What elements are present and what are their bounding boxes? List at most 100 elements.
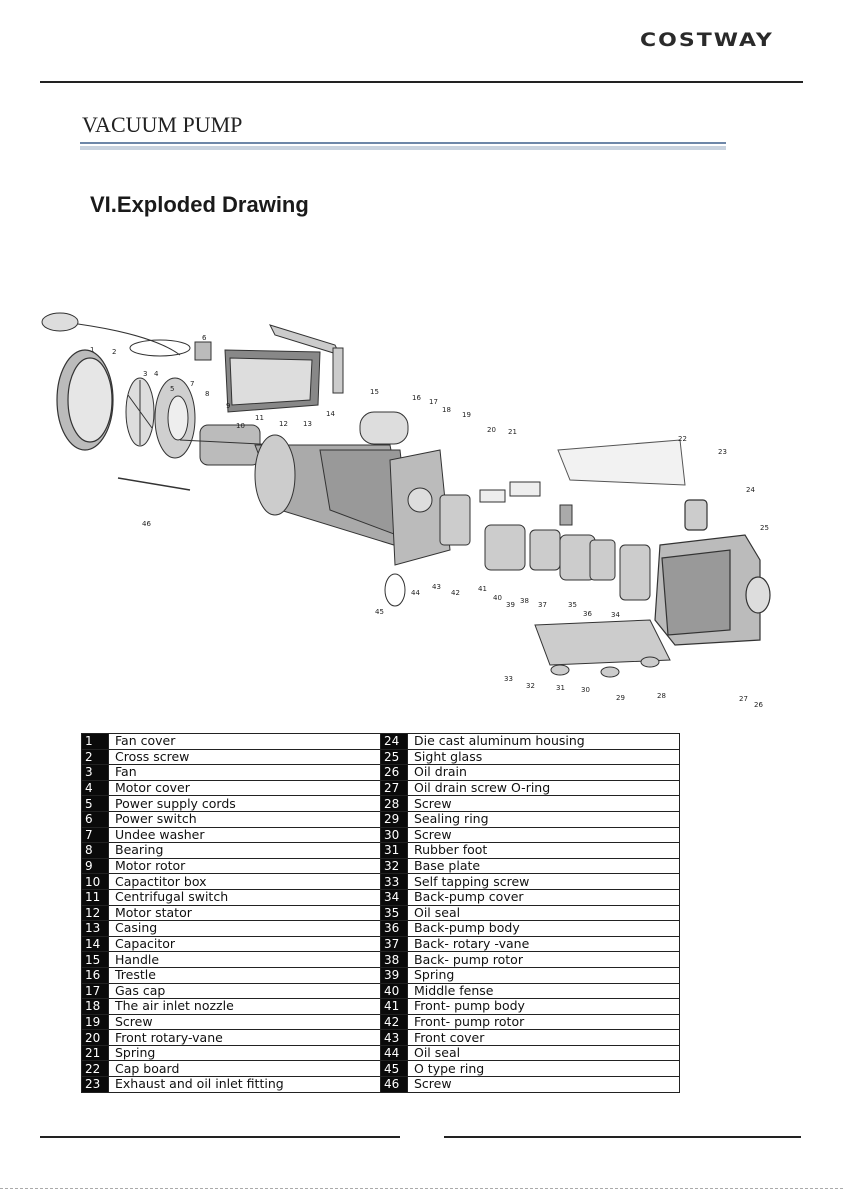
part-name: O type ring (407, 1060, 680, 1078)
callout-31: 31 (556, 684, 565, 692)
part-name: Front- pump body (407, 998, 680, 1015)
callout-27: 27 (739, 695, 748, 703)
o-ring-shape (384, 573, 406, 607)
callout-35: 35 (568, 601, 577, 609)
base-plate-shape (534, 619, 671, 678)
part-name: Oil seal (407, 1044, 680, 1062)
part-number: 28 (380, 795, 408, 812)
capacitor-shape (359, 411, 409, 445)
fan-shape (125, 377, 155, 447)
callout-13: 13 (303, 420, 312, 428)
callout-38: 38 (520, 597, 529, 605)
part-name: Back- pump rotor (407, 951, 680, 968)
callout-39: 39 (506, 601, 515, 609)
exploded-drawing: 1 2 3 4 5 6 7 8 9 10 11 12 13 14 15 16 1… (41, 312, 771, 709)
callout-34: 34 (611, 611, 620, 619)
part-name: Front rotary-vane (108, 1029, 381, 1046)
part-number: 17 (81, 982, 109, 1000)
part-number: 27 (380, 779, 408, 797)
part-number: 42 (380, 1013, 408, 1031)
capacitor-box-shape (224, 349, 321, 413)
part-name: Front- pump rotor (407, 1013, 680, 1031)
callout-11: 11 (255, 414, 264, 422)
part-number: 35 (380, 904, 408, 922)
part-number: 3 (81, 764, 109, 781)
callout-42: 42 (451, 589, 460, 597)
callout-29: 29 (616, 694, 625, 702)
part-number: 44 (380, 1044, 408, 1062)
part-name: Screw (407, 1076, 680, 1093)
part-number: 5 (81, 795, 109, 812)
part-number: 25 (380, 748, 408, 766)
callout-44: 44 (411, 589, 420, 597)
part-number: 11 (81, 888, 109, 906)
part-name: Fan (108, 764, 381, 781)
callouts: 1 2 3 4 5 6 7 8 9 10 11 12 13 14 15 16 1… (90, 334, 769, 709)
callout-23: 23 (718, 448, 727, 456)
page-edge-dash (0, 1188, 843, 1189)
part-name: Front cover (407, 1029, 680, 1046)
part-number: 22 (81, 1060, 109, 1078)
part-name: Spring (108, 1044, 381, 1062)
callout-25: 25 (760, 524, 769, 532)
brand-logo: COSTWAY (640, 30, 774, 52)
part-name: Cross screw (108, 748, 381, 766)
part-name: Power switch (108, 810, 381, 828)
part-number: 38 (380, 951, 408, 968)
part-name: Trestle (108, 966, 381, 984)
part-number: 30 (380, 826, 408, 844)
part-number: 15 (81, 951, 109, 968)
part-name: Motor cover (108, 779, 381, 797)
callout-28: 28 (657, 692, 666, 700)
part-number: 16 (81, 966, 109, 984)
part-name: Handle (108, 951, 381, 968)
callout-12: 12 (279, 420, 288, 428)
part-number: 10 (81, 873, 109, 890)
section-title: VACUUM PUMP (82, 112, 243, 137)
part-number: 31 (380, 842, 408, 859)
part-number: 29 (380, 810, 408, 828)
part-name: Capactitor box (108, 873, 381, 890)
part-name: Oil drain (407, 764, 680, 781)
part-name: Bearing (108, 842, 381, 859)
part-name: Casing (108, 920, 381, 937)
cap-board-shape (557, 439, 686, 486)
callout-6: 6 (202, 334, 207, 342)
callout-19: 19 (462, 411, 471, 419)
part-number: 46 (380, 1076, 408, 1093)
part-name: Middle fense (407, 982, 680, 1000)
callout-26: 26 (754, 701, 763, 709)
power-cord-plug (41, 312, 191, 357)
part-name: Undee washer (108, 826, 381, 844)
callout-3: 3 (143, 370, 147, 378)
part-name: Power supply cords (108, 795, 381, 812)
part-name: Sealing ring (407, 810, 680, 828)
callout-10: 10 (236, 422, 245, 430)
part-name: Sight glass (407, 748, 680, 766)
part-name: Motor rotor (108, 857, 381, 875)
part-number: 9 (81, 857, 109, 875)
screw-46-shape (117, 477, 191, 491)
part-number: 20 (81, 1029, 109, 1046)
part-number: 40 (380, 982, 408, 1000)
part-number: 39 (380, 966, 408, 984)
part-number: 12 (81, 904, 109, 922)
part-number: 2 (81, 748, 109, 766)
part-name: Rubber foot (407, 842, 680, 859)
part-name: Exhaust and oil inlet fitting (108, 1076, 381, 1093)
footer-rule-left (40, 1136, 400, 1138)
callout-37: 37 (538, 601, 547, 609)
part-number: 43 (380, 1029, 408, 1046)
part-number: 14 (81, 935, 109, 953)
callout-32: 32 (526, 682, 535, 690)
